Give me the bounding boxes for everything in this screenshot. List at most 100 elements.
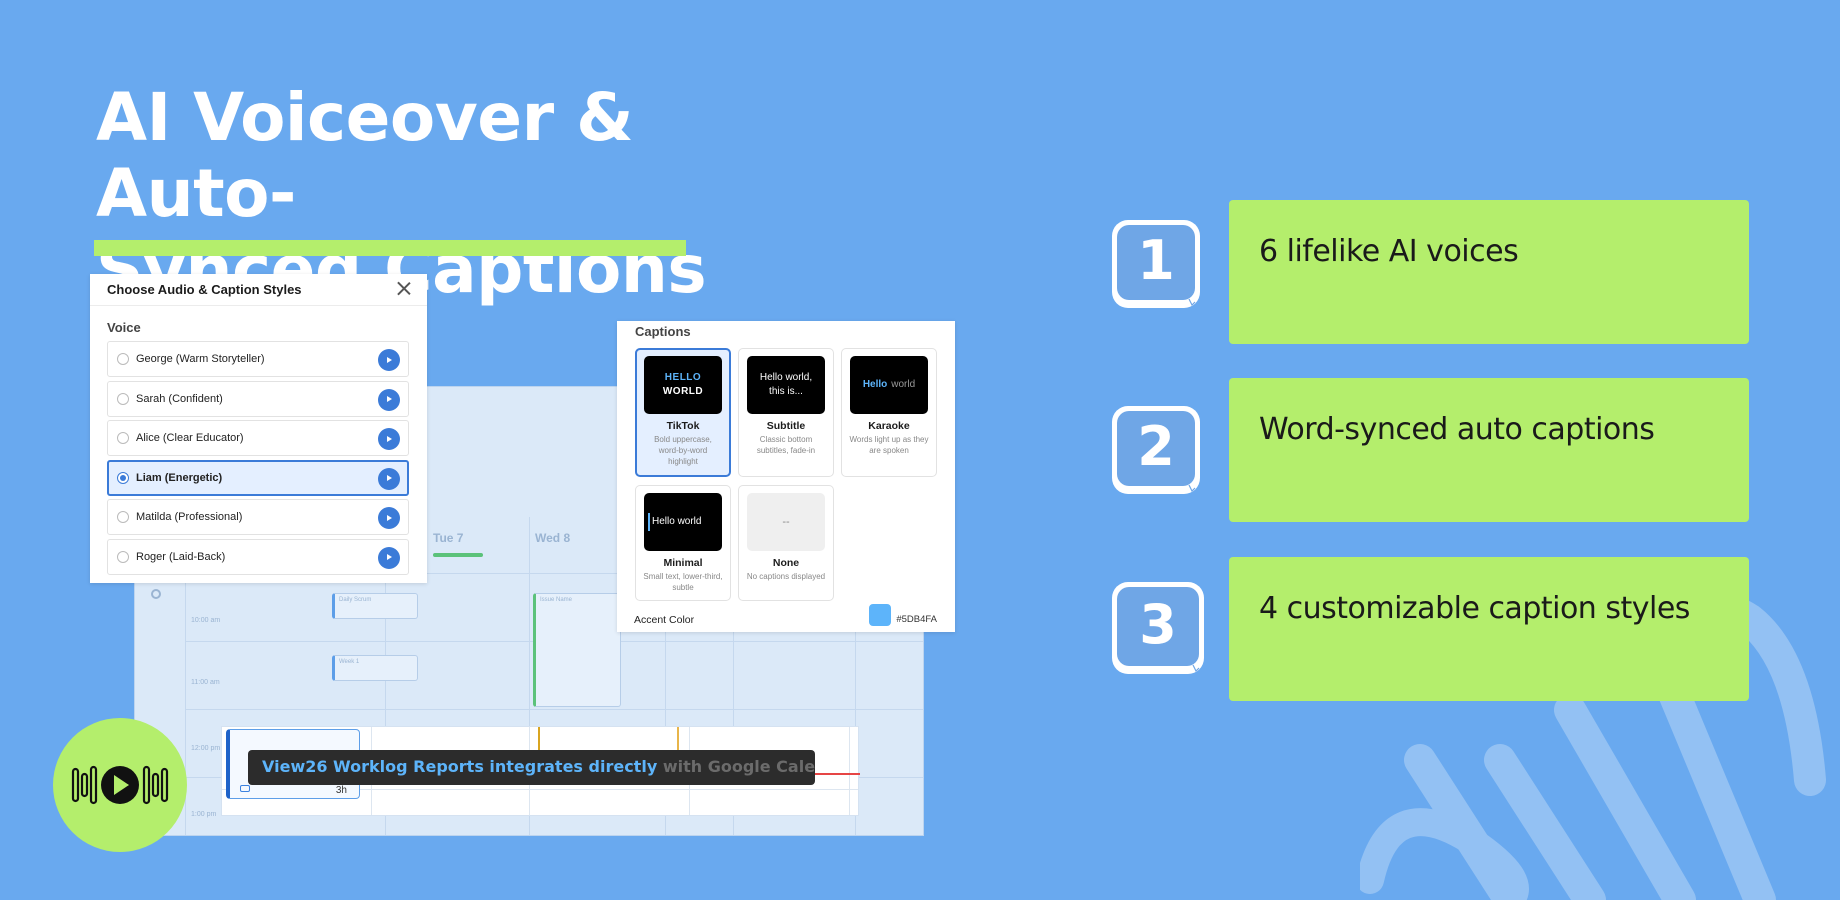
calendar-day-label: Wed 8: [535, 531, 571, 545]
preview-text: --: [782, 516, 790, 528]
close-icon[interactable]: [397, 281, 411, 295]
feature-text: Word-synced auto captions: [1259, 412, 1655, 447]
feature-number-badge: 3: [1112, 582, 1204, 674]
settings-gear-icon: [151, 589, 161, 599]
caption-preview: Hello world, this is...: [747, 356, 825, 414]
caption-style-name: TikTok: [666, 420, 700, 432]
event-duration: 3h: [335, 785, 347, 796]
caption-style-karaoke[interactable]: Hello world Karaoke Words light up as th…: [841, 348, 937, 477]
feature-text: 6 lifelike AI voices: [1259, 234, 1519, 269]
feature-number-badge: 1: [1112, 220, 1200, 308]
voice-option-selected[interactable]: Liam (Energetic): [107, 459, 409, 496]
feature-text: 4 customizable caption styles: [1259, 591, 1690, 626]
voice-radio-button[interactable]: [117, 550, 129, 563]
caption-style-tiktok[interactable]: HELLO WORLD TikTok Bold uppercase, word-…: [635, 348, 731, 477]
calendar-progress-bar: [433, 553, 483, 557]
timeline-marker: [677, 727, 679, 753]
feature-card: Word-synced auto captions: [1229, 378, 1749, 522]
voice-radio-button[interactable]: [117, 392, 129, 405]
caption-overlay: View26 Worklog Reports integrates direct…: [248, 750, 815, 785]
voice-option[interactable]: Matilda (Professional): [107, 499, 409, 535]
calendar-day-label: Tue 7: [433, 531, 464, 545]
preview-text: Hello world: [652, 516, 702, 527]
feature-card: 6 lifelike AI voices: [1229, 200, 1749, 344]
caption-style-name: Subtitle: [766, 420, 806, 432]
calendar-time-label: 11:00 am: [191, 679, 220, 686]
caption-preview: HELLO WORLD: [644, 356, 722, 414]
caption-highlighted-words: View26 Worklog Reports integrates direct…: [262, 757, 658, 776]
preview-text: Hello: [862, 379, 888, 390]
voice-name: Roger (Laid-Back): [136, 550, 226, 563]
voice-name: Alice (Clear Educator): [136, 432, 244, 444]
audio-play-badge: [53, 718, 187, 852]
preview-text: WORLD: [662, 386, 704, 397]
caption-preview: Hello world: [644, 493, 722, 551]
calendar-event[interactable]: Daily Scrum: [332, 593, 418, 619]
preview-text: Hello world,: [759, 372, 813, 383]
voice-radio-button[interactable]: [117, 471, 129, 484]
panel-header: Choose Audio & Caption Styles: [90, 274, 427, 306]
feature-card: 4 customizable caption styles: [1229, 557, 1749, 701]
accent-color-value: #5DB4FA: [896, 614, 937, 625]
caption-preview: --: [747, 493, 825, 551]
caption-style-description: No captions displayed: [746, 572, 826, 581]
voice-name: George (Warm Storyteller): [136, 353, 265, 365]
preview-text: this is...: [769, 386, 803, 397]
panel-title: Choose Audio & Caption Styles: [107, 282, 302, 297]
current-time-indicator: [782, 773, 860, 775]
calendar-time-label: 12:00 pm: [191, 745, 221, 752]
badge-corner-icon: [1192, 664, 1200, 672]
calendar-time-label: 10:00 am: [191, 617, 221, 624]
badge-corner-icon: [1188, 484, 1196, 492]
voice-radio-button[interactable]: [117, 432, 129, 444]
caption-style-description: Words light up as they are spoken: [849, 435, 929, 455]
calendar-event[interactable]: Week 1: [332, 655, 418, 681]
play-icon[interactable]: [378, 467, 400, 490]
play-icon[interactable]: [378, 507, 400, 529]
play-icon[interactable]: [378, 388, 400, 411]
captions-section-label: Captions: [635, 324, 691, 339]
caption-style-name: Karaoke: [868, 420, 910, 432]
play-icon[interactable]: [378, 428, 400, 450]
caption-style-description: Small text, lower-third, subtle: [643, 572, 723, 592]
caption-style-description: Bold uppercase, word-by-word highlight: [654, 435, 712, 466]
caption-style-subtitle[interactable]: Hello world, this is... Subtitle Classic…: [738, 348, 834, 477]
play-icon[interactable]: [378, 349, 400, 371]
accent-color-row: Accent Color #5DB4FA: [634, 604, 937, 626]
badge-corner-icon: [1188, 298, 1196, 306]
voice-name: Sarah (Confident): [136, 392, 223, 405]
voice-radio-button[interactable]: [117, 353, 129, 365]
video-icon: [240, 785, 250, 792]
voice-radio-button[interactable]: [117, 511, 129, 523]
preview-text: world: [891, 379, 916, 390]
feature-number-badge: 2: [1112, 406, 1200, 494]
caption-style-panel: Captions HELLO WORLD TikTok Bold upperca…: [617, 321, 955, 632]
voice-option[interactable]: Sarah (Confident): [107, 380, 409, 417]
voice-option[interactable]: Alice (Clear Educator): [107, 420, 409, 456]
voice-name: Matilda (Professional): [136, 511, 243, 523]
caption-upcoming-words: with Google Calendar: [662, 757, 815, 776]
caption-style-description: Classic bottom subtitles, fade-in: [756, 435, 816, 455]
caption-style-none[interactable]: -- None No captions displayed: [738, 485, 834, 601]
caption-style-name: Minimal: [663, 557, 703, 569]
caption-style-minimal[interactable]: Hello world Minimal Small text, lower-th…: [635, 485, 731, 601]
voice-list: George (Warm Storyteller) Sarah (Confide…: [107, 341, 409, 578]
feature-number: 2: [1117, 411, 1195, 486]
calendar-time-label: 1:00 pm: [191, 811, 217, 818]
page-title-line-1: AI Voiceover & Auto-: [96, 79, 634, 232]
timeline-marker: [538, 727, 540, 753]
accent-color-label: Accent Color: [634, 614, 695, 626]
caption-style-name: None: [772, 557, 800, 569]
caption-preview: Hello world: [850, 356, 928, 414]
calendar-event[interactable]: Issue Name: [533, 593, 621, 707]
audio-play-icon: [71, 765, 169, 805]
voice-option[interactable]: Roger (Laid-Back): [107, 538, 409, 575]
voice-name: Liam (Energetic): [136, 471, 223, 484]
title-underline: [94, 240, 686, 256]
accent-color-swatch[interactable]: [869, 604, 891, 626]
play-icon[interactable]: [378, 546, 400, 569]
voice-selection-panel: Choose Audio & Caption Styles Voice Geor…: [90, 274, 427, 583]
preview-text: HELLO: [664, 372, 702, 383]
voice-option[interactable]: George (Warm Storyteller): [107, 341, 409, 377]
feature-number: 1: [1117, 225, 1195, 300]
